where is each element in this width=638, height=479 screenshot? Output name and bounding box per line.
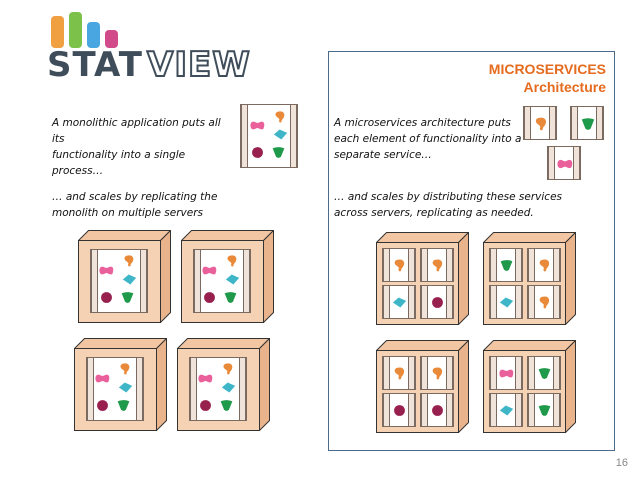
pink-service-icon <box>99 263 114 283</box>
pink-service-icon <box>250 118 265 138</box>
green-service-icon <box>537 366 552 386</box>
micro-desc-line: each element of functionality into a <box>334 133 522 145</box>
green-service-icon <box>223 290 238 310</box>
teal-service-icon <box>499 295 514 315</box>
maroon-service-icon <box>202 290 217 310</box>
maroon-service-icon <box>250 145 265 165</box>
green-service-icon <box>120 290 135 310</box>
green-service-icon <box>219 398 234 418</box>
orange-service-icon <box>533 116 549 137</box>
title-line-2: Architecture <box>523 79 606 95</box>
maroon-service-icon <box>99 290 114 310</box>
maroon-service-icon <box>198 398 213 418</box>
maroon-service-icon <box>392 403 407 423</box>
microservices-server <box>376 340 469 433</box>
monolith-server <box>181 230 274 323</box>
orange-service-icon <box>537 295 552 315</box>
orange-service-icon <box>392 258 407 278</box>
monolith-process <box>240 104 298 168</box>
microservices-title: MICROSERVICES Architecture <box>489 60 606 96</box>
monolith-process <box>90 249 148 313</box>
logo-bars-icon <box>51 12 118 48</box>
monolith-process <box>86 357 144 421</box>
micro-desc-line: A microservices architecture puts <box>334 117 511 129</box>
monolith-server <box>74 338 167 431</box>
monolith-process <box>189 357 247 421</box>
orange-service-icon <box>430 366 445 386</box>
orange-service-icon <box>118 362 132 381</box>
microservice-process <box>420 393 454 427</box>
title-line-1: MICROSERVICES <box>488 61 606 77</box>
teal-service-icon <box>392 295 407 315</box>
monolith-process <box>193 249 251 313</box>
orange-service-icon <box>221 362 235 381</box>
maroon-service-icon <box>430 295 445 315</box>
pink-service-icon <box>557 156 573 177</box>
logo-word-stat: STAT <box>47 45 143 85</box>
separate-service <box>523 106 557 140</box>
orange-service-icon <box>430 258 445 278</box>
microservice-process <box>527 285 561 319</box>
micro-desc-line: separate service… <box>334 149 432 161</box>
monolith-scale-line: … and scales by replicating the <box>52 191 218 203</box>
pink-service-icon <box>499 366 514 386</box>
microservice-process <box>420 285 454 319</box>
microservices-scaling-description: … and scales by distributing these servi… <box>334 189 574 221</box>
micro-scale-line: … and scales by distributing these servi… <box>334 191 563 203</box>
green-service-icon <box>499 258 514 278</box>
monolith-desc-line: functionality into a single process… <box>52 149 186 177</box>
microservice-process <box>420 356 454 390</box>
page-number: 16 <box>615 457 628 469</box>
microservice-process <box>489 285 523 319</box>
monolith-server <box>177 338 270 431</box>
monolith-scale-line: monolith on multiple servers <box>52 207 204 219</box>
microservice-process <box>420 248 454 282</box>
microservice-process <box>382 285 416 319</box>
teal-service-icon <box>122 272 137 292</box>
separate-service <box>570 106 604 140</box>
green-service-icon <box>271 145 286 165</box>
microservices-panel: MICROSERVICES Architecture <box>328 51 615 451</box>
statview-logo: STAT VIEW <box>47 10 251 85</box>
microservices-server <box>376 232 469 325</box>
green-service-icon <box>116 398 131 418</box>
micro-scale-line: across servers, replicating as needed. <box>334 207 534 219</box>
microservices-server <box>483 232 576 325</box>
microservice-process <box>527 356 561 390</box>
microservice-process <box>382 248 416 282</box>
microservice-process <box>382 393 416 427</box>
teal-service-icon <box>273 127 288 147</box>
teal-service-icon <box>499 403 514 423</box>
microservice-process <box>489 356 523 390</box>
logo-word-view: VIEW <box>146 45 251 85</box>
pink-service-icon <box>202 263 217 283</box>
orange-service-icon <box>122 254 136 273</box>
pink-service-icon <box>198 371 213 391</box>
microservice-process <box>527 393 561 427</box>
monolith-description: A monolithic application puts all its fu… <box>52 115 232 179</box>
microservices-server <box>483 340 576 433</box>
microservice-process <box>527 248 561 282</box>
microservice-process <box>489 393 523 427</box>
orange-service-icon <box>392 366 407 386</box>
maroon-service-icon <box>430 403 445 423</box>
green-service-icon <box>537 403 552 423</box>
teal-service-icon <box>221 380 236 400</box>
maroon-service-icon <box>95 398 110 418</box>
green-service-icon <box>580 116 596 137</box>
separate-service <box>547 146 581 180</box>
monolith-desc-line: A monolithic application puts all its <box>52 117 221 145</box>
microservices-description: A microservices architecture puts each e… <box>334 115 524 163</box>
orange-service-icon <box>537 258 552 278</box>
orange-service-icon <box>273 110 287 129</box>
monolith-server <box>78 230 171 323</box>
orange-service-icon <box>225 254 239 273</box>
microservice-process <box>489 248 523 282</box>
microservice-process <box>382 356 416 390</box>
monolith-scaling-description: … and scales by replicating the monolith… <box>52 189 232 221</box>
pink-service-icon <box>95 371 110 391</box>
teal-service-icon <box>225 272 240 292</box>
teal-service-icon <box>118 380 133 400</box>
